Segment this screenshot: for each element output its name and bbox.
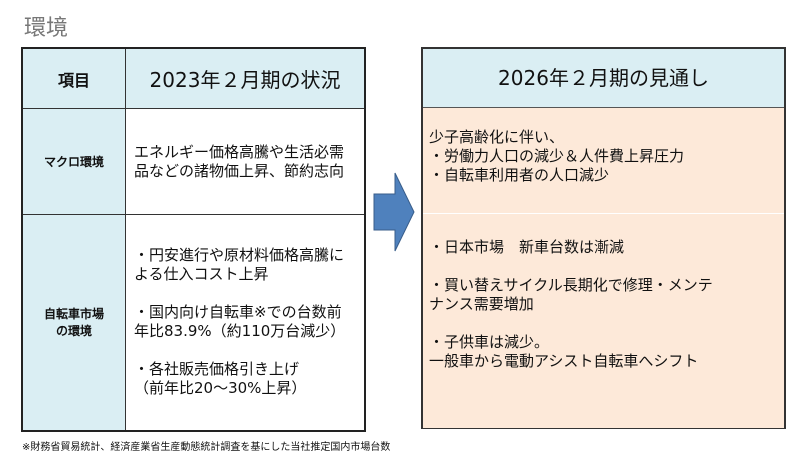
row-label: 自転車市場 の環境 bbox=[21, 214, 126, 431]
text-line: 品などの諸物価上昇、節約志向 bbox=[134, 161, 345, 180]
label-line: マクロ環境 bbox=[43, 155, 104, 169]
text-line: 年比83.9%（約110万台減少） bbox=[134, 322, 346, 341]
text-line: ナンス需要増加 bbox=[429, 295, 534, 313]
label-line: の環境 bbox=[55, 324, 92, 339]
text-line: ・労働力人口の減少＆人件費上昇圧力 bbox=[429, 147, 685, 165]
table-row: マクロ環境 エネルギー価格高騰や生活必需 品などの諸物価上昇、節約志向 bbox=[21, 108, 366, 215]
table-row: 自転車市場 の環境 ・円安進行や原材料価格高騰に よる仕入コスト上昇 ・国内向け… bbox=[21, 214, 366, 431]
text-line: ・自転車利用者の人口減少 bbox=[429, 166, 610, 184]
footnote: ※財務省貿易統計、経済産業省生産動態統計調査を基にした当社推定国内市場台数 bbox=[22, 442, 391, 453]
text-line: 一般車から電動アシスト自転車へシフト bbox=[429, 352, 699, 370]
header-item: 項目 bbox=[21, 47, 126, 109]
label-line: 自転車市場 bbox=[43, 307, 104, 322]
outlook-box: 2026年２月期の見通し 少子高齢化に伴い、 ・労働力人口の減少＆人件費上昇圧力… bbox=[421, 47, 786, 429]
text-line: ・国内向け自転車※での台数前 bbox=[134, 303, 342, 322]
text-line: よる仕入コスト上昇 bbox=[134, 265, 269, 284]
text-line: （前年比20～30%上昇） bbox=[134, 379, 307, 398]
row-content: エネルギー価格高騰や生活必需 品などの諸物価上昇、節約志向 bbox=[125, 108, 366, 215]
text-line: エネルギー価格高騰や生活必需 bbox=[134, 142, 345, 161]
text-line: ・日本市場 新車台数は漸減 bbox=[429, 238, 625, 256]
text-line: ・買い替えサイクル長期化で修理・メンテ bbox=[429, 276, 713, 294]
page-title: 環境 bbox=[24, 16, 69, 41]
text-line: ・円安進行や原材料価格高騰に bbox=[134, 246, 345, 265]
right-arrow-icon bbox=[373, 172, 415, 252]
text-line: 少子高齢化に伴い、 bbox=[429, 128, 565, 146]
outlook-section-market: ・日本市場 新車台数は漸減 ・買い替えサイクル長期化で修理・メンテ ナンス需要増… bbox=[423, 214, 784, 428]
outlook-section-demographics: 少子高齢化に伴い、 ・労働力人口の減少＆人件費上昇圧力 ・自転車利用者の人口減少 bbox=[423, 108, 784, 214]
status-table: 項目 2023年２月期の状況 マクロ環境 エネルギー価格高騰や生活必需 品などの… bbox=[21, 47, 366, 432]
text-line: ・各社販売価格引き上げ bbox=[134, 360, 300, 379]
outlook-header: 2026年２月期の見通し bbox=[423, 49, 784, 108]
header-status: 2023年２月期の状況 bbox=[125, 47, 366, 109]
row-label: マクロ環境 bbox=[21, 108, 126, 215]
text-line: ・子供車は減少。 bbox=[429, 333, 550, 351]
row-content: ・円安進行や原材料価格高騰に よる仕入コスト上昇 ・国内向け自転車※での台数前 … bbox=[125, 214, 366, 431]
table-header-row: 項目 2023年２月期の状況 bbox=[21, 47, 366, 109]
